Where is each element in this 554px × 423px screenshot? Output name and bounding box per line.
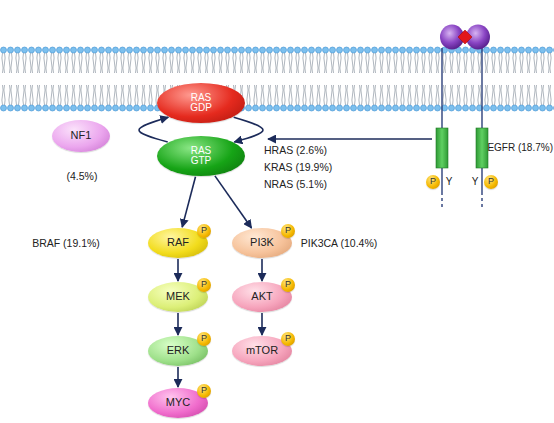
phospho-circle: P	[281, 332, 295, 346]
ras-gdp-ellipse: RAS GDP	[157, 83, 245, 123]
node-text: RAF	[167, 237, 189, 249]
residue-label: Y	[472, 177, 479, 187]
membrane-inner-leaflet	[0, 80, 554, 112]
signal-arrow	[177, 367, 179, 387]
signal-arrow	[182, 177, 195, 227]
phospho-circle: P	[281, 278, 295, 292]
kinase-domain	[476, 128, 488, 168]
mutation-frequency: BRAF (19.1%)	[32, 238, 100, 249]
signal-arrow	[139, 117, 168, 142]
signal-arrow	[177, 259, 179, 281]
node-text: P	[488, 177, 494, 186]
node-text: AKT	[251, 291, 272, 303]
receptor-tail	[481, 192, 482, 210]
mutation-frequency: HRAS (2.6%)	[264, 145, 327, 156]
signal-arrow	[261, 313, 263, 335]
node-text: RAS GTP	[188, 146, 214, 167]
phospho-circle: P	[197, 332, 211, 346]
mutation-frequency: KRAS (19.9%)	[264, 162, 332, 173]
mutation-frequency: (4.5%)	[67, 171, 98, 182]
node-text: RAS GDP	[188, 93, 214, 114]
signal-arrow	[215, 176, 252, 228]
signal-arrow	[177, 313, 179, 335]
receptor-chain	[481, 48, 482, 192]
mutation-frequency: NRAS (5.1%)	[264, 179, 327, 190]
node-text: P	[201, 386, 207, 395]
membrane-outer-leaflet	[0, 46, 554, 78]
node-text: mTOR	[246, 345, 278, 357]
ligand-diamond	[458, 30, 472, 44]
node-text: P	[430, 177, 436, 186]
receptor-chain	[441, 48, 442, 192]
node-text: MYC	[166, 397, 190, 409]
phospho-circle: P	[281, 224, 295, 238]
node-text: MEK	[166, 291, 190, 303]
phospho-circle: P	[197, 224, 211, 238]
kinase-domain	[436, 128, 448, 168]
mutation-frequency: PIK3CA (10.4%)	[301, 238, 377, 249]
node-text: P	[201, 334, 207, 343]
node-text: ERK	[167, 345, 190, 357]
node-text: P	[201, 280, 207, 289]
mutation-frequency: EGFR (18.7%)	[487, 143, 553, 153]
node-text: P	[201, 226, 207, 235]
node-text: P	[285, 280, 291, 289]
phospho-circle: P	[197, 384, 211, 398]
node-text: NF1	[71, 130, 92, 142]
receptor-tail	[441, 192, 442, 210]
signal-arrow	[234, 117, 263, 142]
signal-arrow	[261, 259, 263, 281]
signal-arrow	[268, 138, 432, 140]
node-text: P	[285, 334, 291, 343]
protein-ellipse: NF1	[52, 120, 110, 152]
node-text: P	[285, 226, 291, 235]
residue-label: Y	[446, 177, 453, 187]
phospho-circle: P	[426, 175, 440, 189]
node-text: PI3K	[250, 237, 274, 249]
phospho-circle: P	[197, 278, 211, 292]
ras-gtp-ellipse: RAS GTP	[157, 136, 245, 176]
phospho-circle: P	[484, 175, 498, 189]
